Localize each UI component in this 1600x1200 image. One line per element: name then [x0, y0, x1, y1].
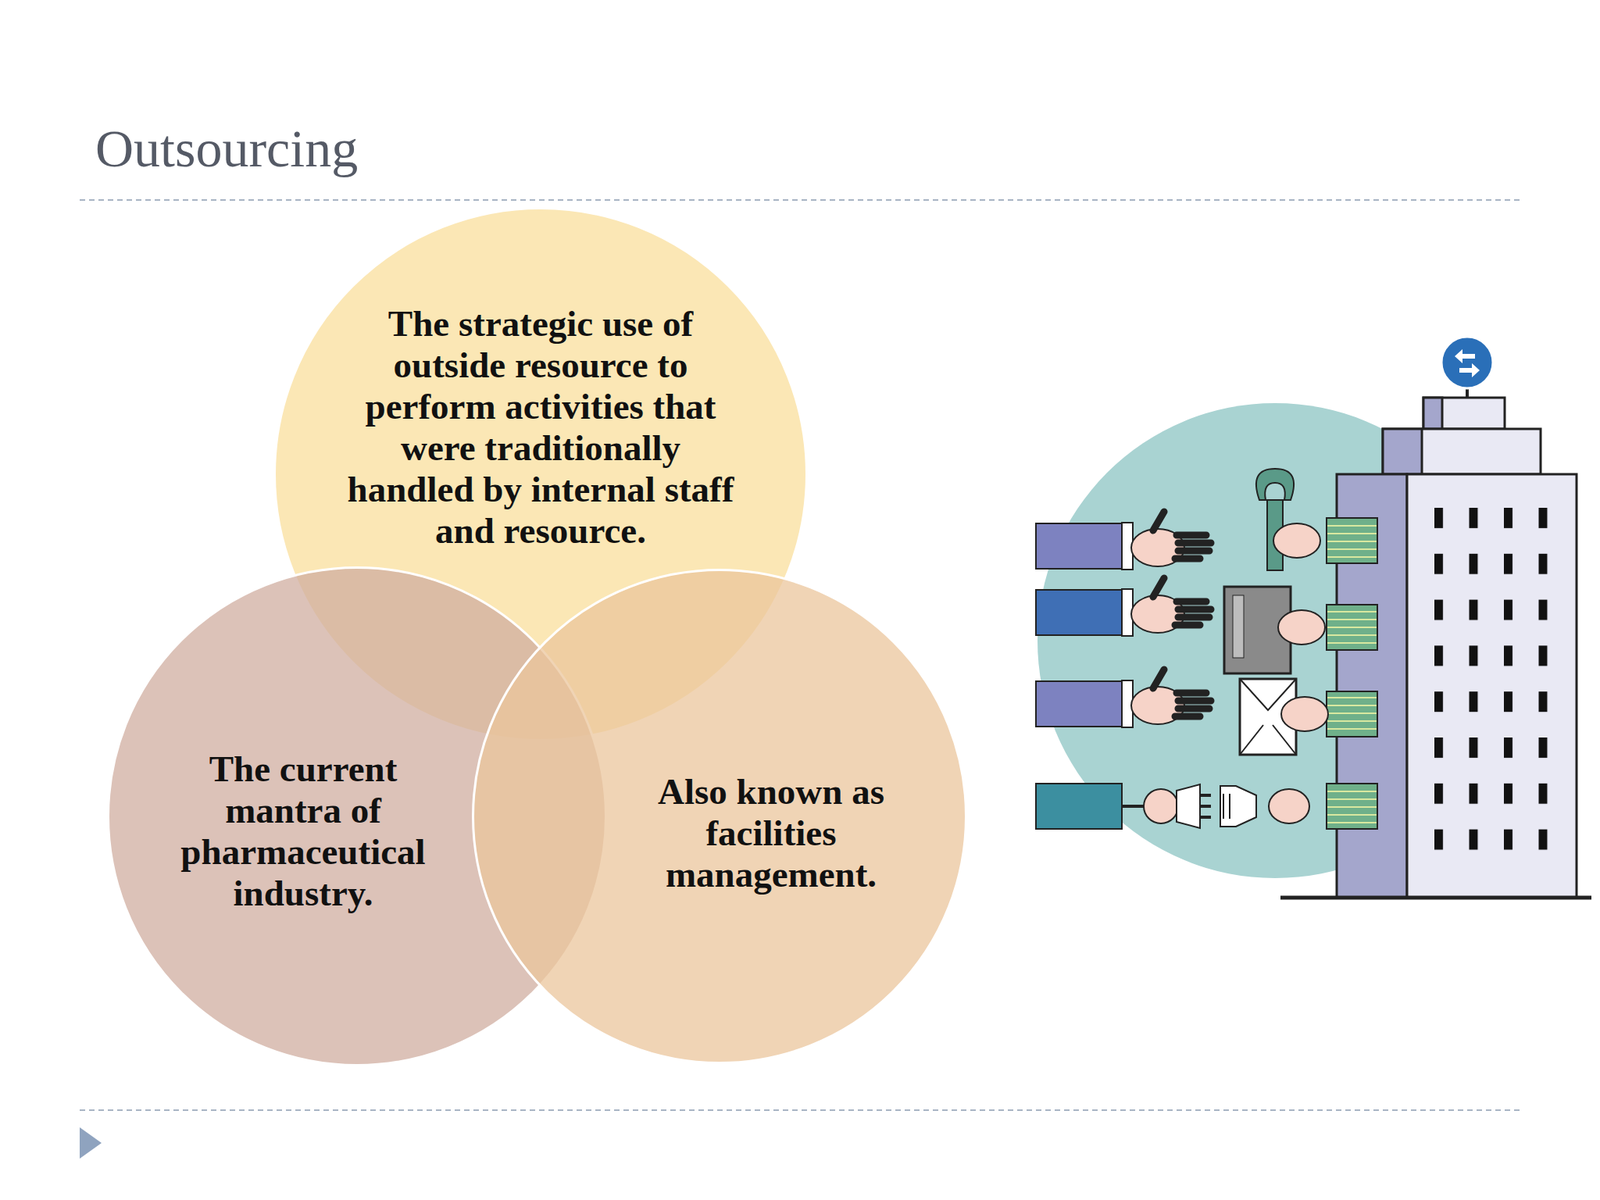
- holding-hand: [1281, 696, 1329, 732]
- plug-pins: [1200, 795, 1211, 818]
- right-sleeve: [1326, 691, 1378, 737]
- slide-title: Outsourcing: [95, 117, 358, 180]
- box-label: [1232, 595, 1244, 658]
- upper-tier: [1382, 428, 1541, 475]
- fingers: [1153, 578, 1211, 625]
- open-hand: [1121, 578, 1211, 636]
- circle-text: The current mantra of pharmaceutical ind…: [162, 748, 444, 915]
- left-sleeve: [1035, 589, 1122, 636]
- plug: [1176, 784, 1200, 829]
- left-sleeve: [1035, 523, 1122, 569]
- holding-hand: [1278, 610, 1325, 645]
- socket-holes: [1223, 793, 1230, 819]
- left-sleeve: [1035, 681, 1122, 727]
- roof-side: [1423, 397, 1443, 429]
- upper-tier-side: [1382, 428, 1422, 475]
- building-windows: [1434, 507, 1560, 875]
- right-sleeve: [1326, 604, 1378, 650]
- sign-pole: [1465, 388, 1469, 398]
- fingers: [1153, 669, 1211, 717]
- left-sleeve: [1035, 783, 1122, 829]
- sign-arrows: [1454, 349, 1480, 378]
- circle-text: The strategic use of outside resource to…: [345, 303, 736, 552]
- circle-text: Also known as facilities management.: [642, 771, 900, 896]
- sign-circle: [1441, 336, 1493, 389]
- slide-marker: [79, 1127, 102, 1159]
- cable: [1121, 804, 1146, 808]
- building-front: [1407, 474, 1577, 898]
- right-sleeve: [1326, 783, 1378, 829]
- venn-circle: Also known as facilities management.: [471, 568, 968, 1065]
- open-hand: [1121, 669, 1211, 728]
- right-sleeve: [1326, 517, 1378, 564]
- header-rule: [79, 199, 1521, 201]
- holding-hand: [1273, 523, 1321, 558]
- open-hand: [1121, 511, 1211, 570]
- circle-shape: [473, 570, 967, 1064]
- gripping-hand: [1143, 789, 1179, 824]
- footer-rule: [79, 1109, 1521, 1111]
- ground-line: [1280, 896, 1592, 900]
- gripping-hand: [1268, 789, 1310, 824]
- phone-handset: [1256, 468, 1294, 500]
- fingers: [1153, 511, 1211, 559]
- socket: [1220, 785, 1257, 827]
- roof-block: [1423, 397, 1505, 429]
